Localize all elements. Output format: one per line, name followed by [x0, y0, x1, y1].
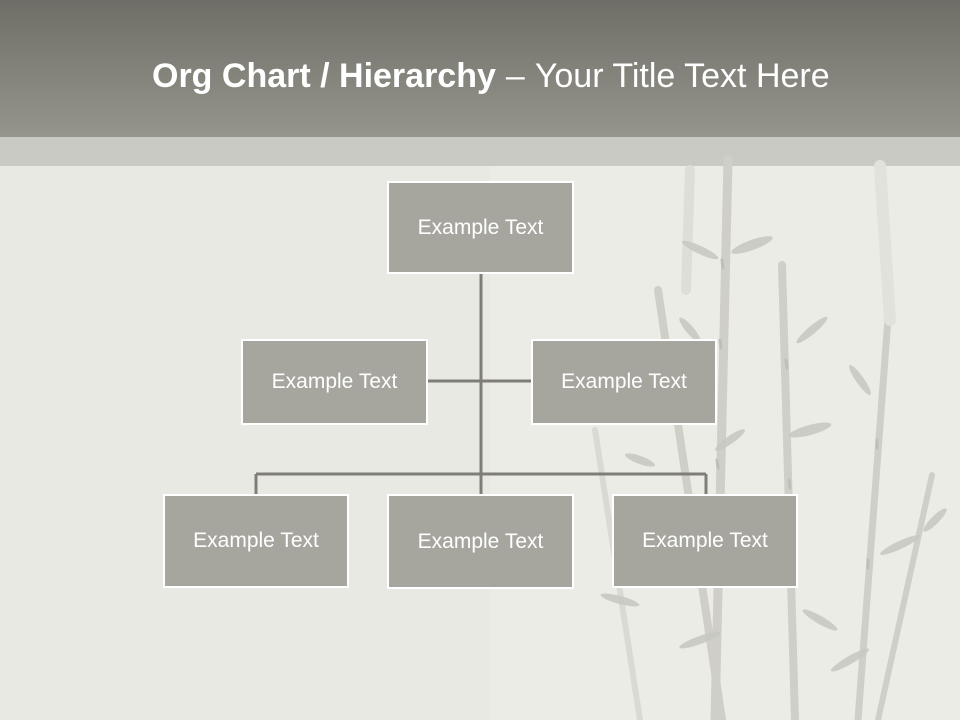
org-node-assistant-right[interactable]: Example Text	[531, 339, 717, 425]
title-bar	[0, 0, 960, 137]
org-node-label: Example Text	[193, 529, 319, 552]
org-node-assistant-left[interactable]: Example Text	[241, 339, 428, 425]
org-node-label: Example Text	[417, 215, 544, 239]
slide-title-subtitle: Your Title Text Here	[534, 56, 830, 95]
org-node-root[interactable]: Example Text	[387, 181, 574, 274]
org-node-subordinate-left[interactable]: Example Text	[163, 494, 349, 588]
org-node-subordinate-right[interactable]: Example Text	[612, 494, 798, 588]
org-node-label: Example Text	[642, 529, 768, 552]
org-node-label: Example Text	[561, 370, 687, 393]
slide-title-separator: –	[505, 56, 525, 95]
title-bar-accent	[0, 137, 960, 166]
slide-title: Org Chart / Hierarchy – Your Title Text …	[152, 52, 830, 100]
org-node-subordinate-center[interactable]: Example Text	[387, 494, 574, 589]
org-node-label: Example Text	[417, 529, 544, 553]
slide-title-bold: Org Chart / Hierarchy	[152, 56, 496, 95]
org-node-label: Example Text	[271, 370, 398, 393]
